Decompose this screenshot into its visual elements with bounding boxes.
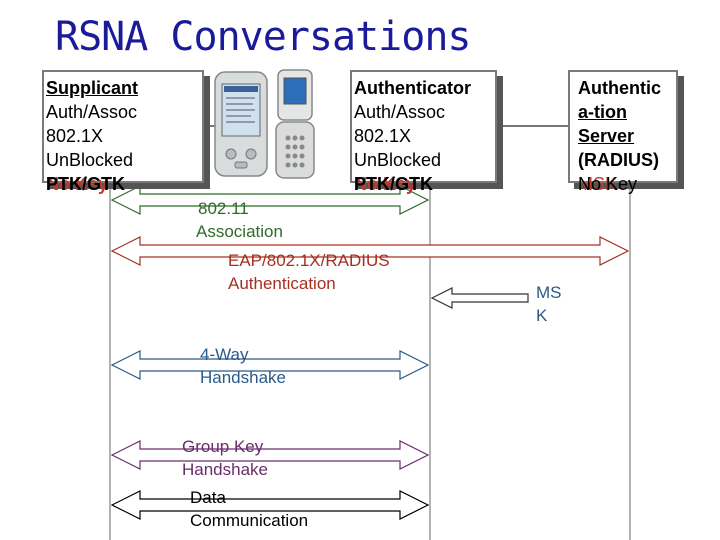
supplicant-line: UnBlocked [46, 150, 134, 170]
authenticator-key-after: PTK/GTK [354, 174, 433, 194]
eap-label-line: EAP/802.1X/RADIUS [228, 251, 390, 270]
group-key-label-line: Handshake [182, 460, 269, 479]
authenticator-box: Authenticator Auth/Assoc 802.1X UnBlocke… [350, 70, 497, 194]
data-communication-label-line: Data [190, 488, 226, 507]
page-title: RSNA Conversations [55, 14, 471, 60]
supplicant-line: Auth/Assoc [46, 102, 138, 122]
supplicant-box: Supplicant Auth/Assoc 802.1X UnBlocked N… [42, 70, 204, 194]
msk-label-line: K [536, 306, 548, 325]
authenticator-header: Authenticator [354, 78, 471, 98]
four-way-label-line: Handshake [200, 368, 287, 387]
four-way-handshake-arrow [110, 350, 430, 380]
supplicant-line: 802.1X [46, 126, 104, 146]
four-way-label: 4-Way Handshake [200, 343, 286, 389]
flip-phone-icon [275, 69, 315, 179]
supplicant-key-before: No Key [46, 174, 109, 194]
data-communication-arrow [110, 490, 430, 520]
group-key-label: Group Key Handshake [182, 435, 268, 481]
msk-arrow [430, 287, 529, 309]
group-key-label-line: Group Key [182, 437, 264, 456]
msk-label: MS K [536, 281, 562, 327]
auth-server-header: a-tion [578, 102, 627, 122]
auth-server-header: (RADIUS) [578, 150, 659, 170]
auth-server-key-after: No Key [578, 174, 638, 194]
authenticator-line: 802.1X [354, 126, 412, 146]
data-communication-label: Data Communication [190, 486, 308, 532]
four-way-label-line: 4-Way [200, 345, 249, 364]
association-label-line: Association [196, 222, 283, 241]
supplicant-header: Supplicant [46, 78, 139, 98]
data-communication-label-line: Communication [190, 511, 309, 530]
authenticator-line: Auth/Assoc [354, 102, 446, 122]
eap-arrow [110, 236, 630, 266]
group-key-handshake-arrow [110, 440, 430, 470]
auth-server-box: Authentic a-tion Server (RADIUS) MSK No … [568, 70, 678, 194]
association-label-line: 802.11 [198, 199, 249, 218]
authenticator-line: UnBlocked [354, 150, 442, 170]
supplicant-key-after: PTK/GTK [46, 174, 125, 194]
eap-label: EAP/802.1X/RADIUS Authentication [228, 249, 390, 295]
auth-server-header: Server [578, 126, 635, 146]
association-label: 802.11 Association [196, 197, 283, 243]
auth-server-key-before: MSK [578, 174, 618, 194]
auth-server-header: Authentic [578, 78, 661, 98]
authenticator-key-before: No Key [354, 174, 417, 194]
pda-icon [214, 71, 268, 177]
association-arrow [110, 185, 430, 215]
eap-label-line: Authentication [228, 274, 336, 293]
msk-label-line: MS [536, 283, 562, 302]
